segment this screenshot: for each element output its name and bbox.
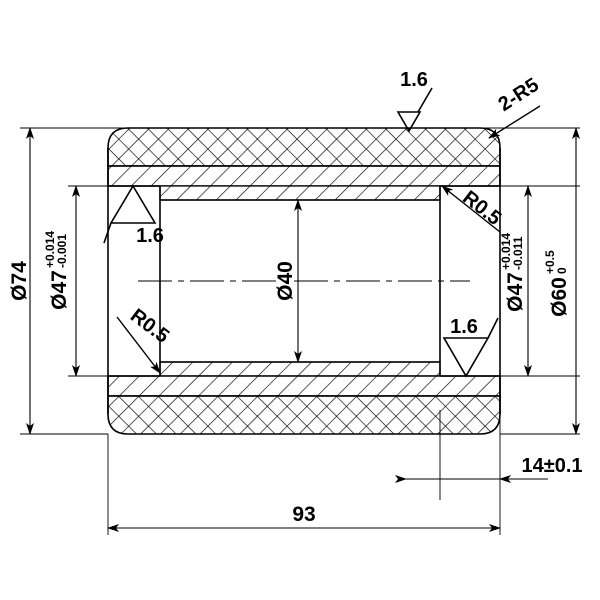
dimension-overall-diameter: Ø74 xyxy=(8,127,34,435)
dimension-length-total: 93 xyxy=(107,503,501,532)
dimension-label-14: 14±0.1 xyxy=(521,455,582,477)
leader-line-r05-left xyxy=(116,316,161,374)
surface-finish-label-right: 1.6 xyxy=(450,316,478,338)
dimension-bore-right: Ø47 +0.014 -0.011 xyxy=(499,185,532,377)
outer-sleeve-bottom xyxy=(107,395,501,435)
tolerance-upper-d47-left: +0.014 xyxy=(43,231,57,268)
dimension-center-bore: Ø40 xyxy=(274,199,302,363)
surface-finish-tail-right xyxy=(487,317,499,339)
surface-finish-triangle-right xyxy=(442,337,490,378)
tolerance-upper-d47-right: +0.014 xyxy=(499,233,513,270)
dimension-label-d47-right: Ø47 xyxy=(504,272,527,312)
surface-finish-label-top: 1.6 xyxy=(400,69,428,91)
tolerance-lower-d60: 0 xyxy=(555,267,569,274)
tolerance-lower-d47-right: -0.011 xyxy=(511,236,525,270)
wall-bottom-outer xyxy=(107,375,501,397)
leader-line-r05-right xyxy=(441,185,501,233)
extension-lines xyxy=(20,127,580,535)
annotation-surface-finish-top: 1.6 xyxy=(396,69,433,133)
surface-finish-triangle-left xyxy=(109,184,157,224)
wall-bottom-inner xyxy=(159,361,441,377)
dimension-label-93: 93 xyxy=(292,503,315,526)
surface-finish-triangle-top xyxy=(396,111,422,133)
dimension-label-d47-left: Ø47 xyxy=(48,270,71,310)
dimension-label-d60: Ø60 xyxy=(548,277,571,317)
surface-finish-label-left: 1.6 xyxy=(136,225,164,247)
dimension-length-step: 14±0.1 xyxy=(395,455,583,483)
dimension-label-d40: Ø40 xyxy=(274,261,297,301)
wall-top-outer xyxy=(107,165,501,187)
annotation-surface-finish-left: 1.6 xyxy=(103,184,164,247)
tolerance-lower-d47-left: -0.001 xyxy=(55,234,69,268)
leader-line-2r5 xyxy=(488,105,541,139)
outer-sleeve-top xyxy=(107,127,501,167)
tolerance-upper-d60: +0.5 xyxy=(543,250,557,274)
surface-finish-tail-left xyxy=(103,222,112,244)
dimension-label-d74: Ø74 xyxy=(8,261,31,301)
wall-top-inner xyxy=(159,185,441,201)
dimension-flange-diameter: Ø60 +0.5 0 xyxy=(543,127,580,435)
dimension-bore-left: Ø47 +0.014 -0.001 xyxy=(43,185,80,377)
annotation-surface-finish-right: 1.6 xyxy=(442,316,499,378)
surface-finish-tail-top xyxy=(417,87,433,113)
